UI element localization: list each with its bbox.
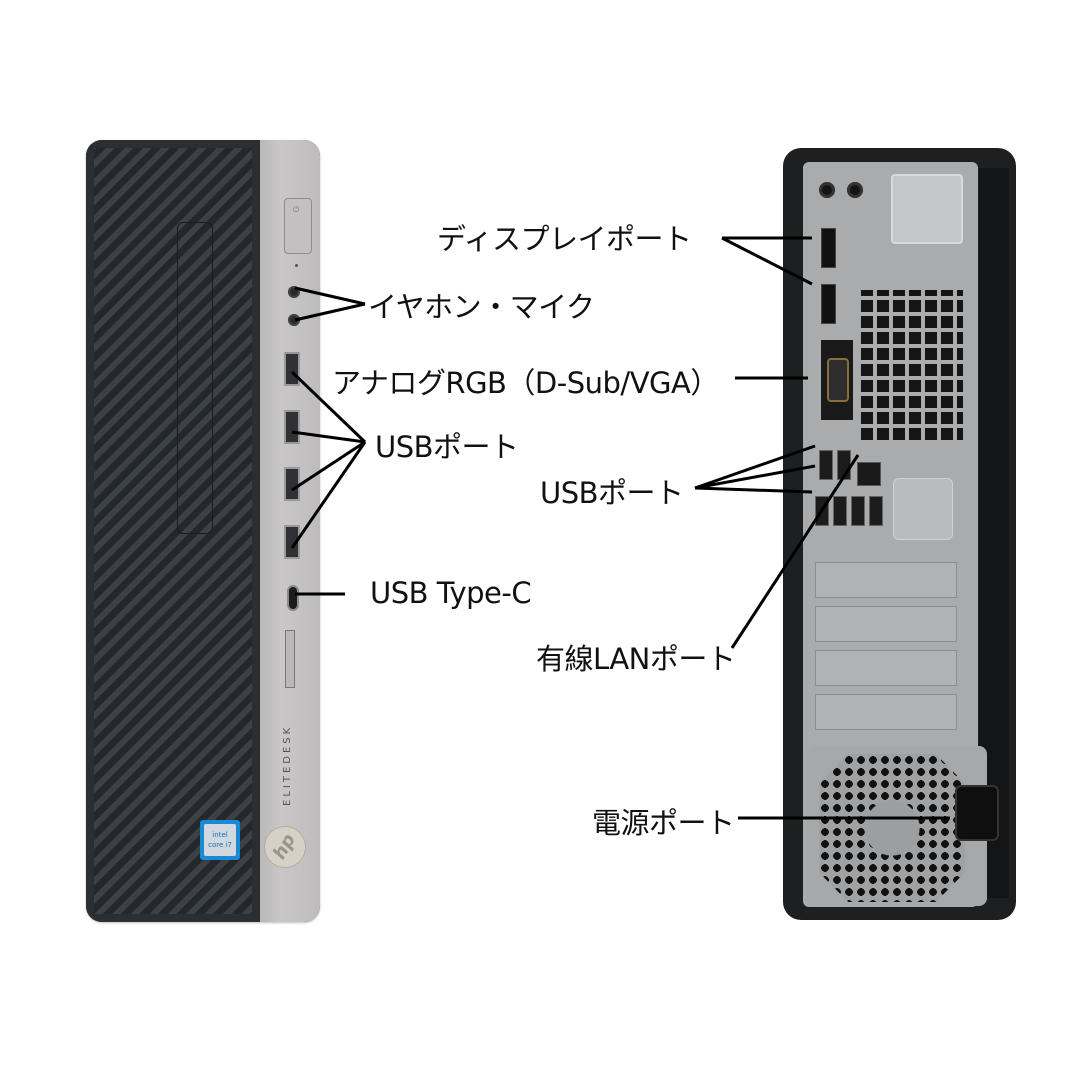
expansion-slot-3	[815, 650, 957, 686]
rear-audio-out-jack	[819, 182, 835, 198]
sd-card-slot	[285, 630, 295, 688]
front-usb-port-4	[284, 525, 300, 559]
psu-fan-grille	[819, 754, 965, 902]
rear-usb-port-4	[833, 496, 847, 526]
label-displayport: ディスプレイポート	[437, 222, 692, 256]
ethernet-port	[857, 462, 881, 486]
expansion-slot-2	[815, 606, 957, 642]
power-button[interactable]: ⏻	[284, 198, 312, 254]
rear-usb-port-1	[819, 450, 833, 480]
rear-audio-in-jack	[847, 182, 863, 198]
power-icon: ⏻	[293, 205, 300, 214]
displayport-2	[821, 284, 836, 324]
expansion-slot-1	[815, 562, 957, 598]
microphone-jack	[288, 314, 300, 326]
label-front-usb: USBポート	[375, 430, 519, 464]
label-lan: 有線LANポート	[536, 642, 736, 676]
label-usb-type-c: USB Type-C	[370, 576, 532, 610]
vga-port	[821, 340, 853, 420]
rear-usb-port-6	[869, 496, 883, 526]
io-cover-plate	[893, 478, 953, 540]
label-rear-usb: USBポート	[540, 476, 684, 510]
pc-front-view: intel core i7 ⏻ ELITEDESK hp	[86, 140, 320, 922]
front-usb-port-2	[284, 410, 300, 444]
label-audio-jacks: イヤホン・マイク	[368, 290, 595, 324]
front-usb-c-port	[287, 585, 299, 611]
rear-usb-port-5	[851, 496, 865, 526]
rear-vent-grid	[861, 290, 963, 440]
label-vga: アナログRGB（D-Sub/VGA）	[332, 366, 719, 400]
power-inlet	[955, 785, 999, 841]
label-power: 電源ポート	[592, 806, 735, 840]
displayport-1	[821, 228, 836, 268]
lock-bracket	[891, 174, 963, 244]
expansion-slot-4	[815, 694, 957, 730]
front-grille: intel core i7	[86, 140, 260, 922]
activity-led	[295, 264, 298, 267]
